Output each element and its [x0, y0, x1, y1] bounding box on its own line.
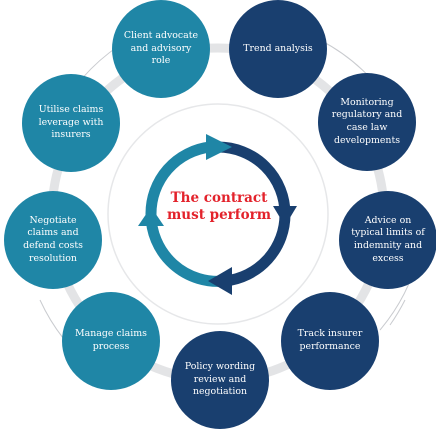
node-label: Track insurer performance	[297, 328, 363, 352]
teal-arrowhead-left	[138, 207, 164, 226]
node-negotiate-claims: Negotiate claims and defend costs resolu…	[4, 191, 102, 289]
node-label: Advice on typical limits of indemnity an…	[351, 214, 425, 264]
node-label: Client advocate and advisory role	[123, 30, 199, 67]
node-label: Utilise claims leverage with insurers	[38, 104, 104, 141]
node-label: Monitoring regulatory and case law devel…	[331, 96, 403, 146]
navy-arrowhead-bottom	[208, 267, 232, 295]
node-client-advocate: Client advocate and advisory role	[112, 0, 210, 98]
navy-arrowhead-right	[273, 206, 297, 226]
node-advice-on-limits: Advice on typical limits of indemnity an…	[339, 191, 436, 289]
node-trend-analysis: Trend analysis	[229, 0, 327, 98]
node-monitoring-regulatory: Monitoring regulatory and case law devel…	[318, 73, 416, 171]
node-label: Policy wording review and negotiation	[184, 361, 256, 398]
node-label: Negotiate claims and defend costs resolu…	[23, 214, 83, 264]
node-policy-wording: Policy wording review and negotiation	[171, 331, 269, 429]
cycle-arrows	[138, 134, 297, 295]
node-label: Manage claims process	[75, 328, 147, 352]
node-manage-claims: Manage claims process	[62, 292, 160, 390]
node-utilise-leverage: Utilise claims leverage with insurers	[22, 74, 120, 172]
inner-guide-ring	[107, 103, 329, 325]
node-track-insurer: Track insurer performance	[281, 292, 379, 390]
center-title: The contract must perform	[167, 190, 271, 223]
node-label: Trend analysis	[243, 42, 313, 54]
teal-arrowhead	[206, 134, 232, 160]
